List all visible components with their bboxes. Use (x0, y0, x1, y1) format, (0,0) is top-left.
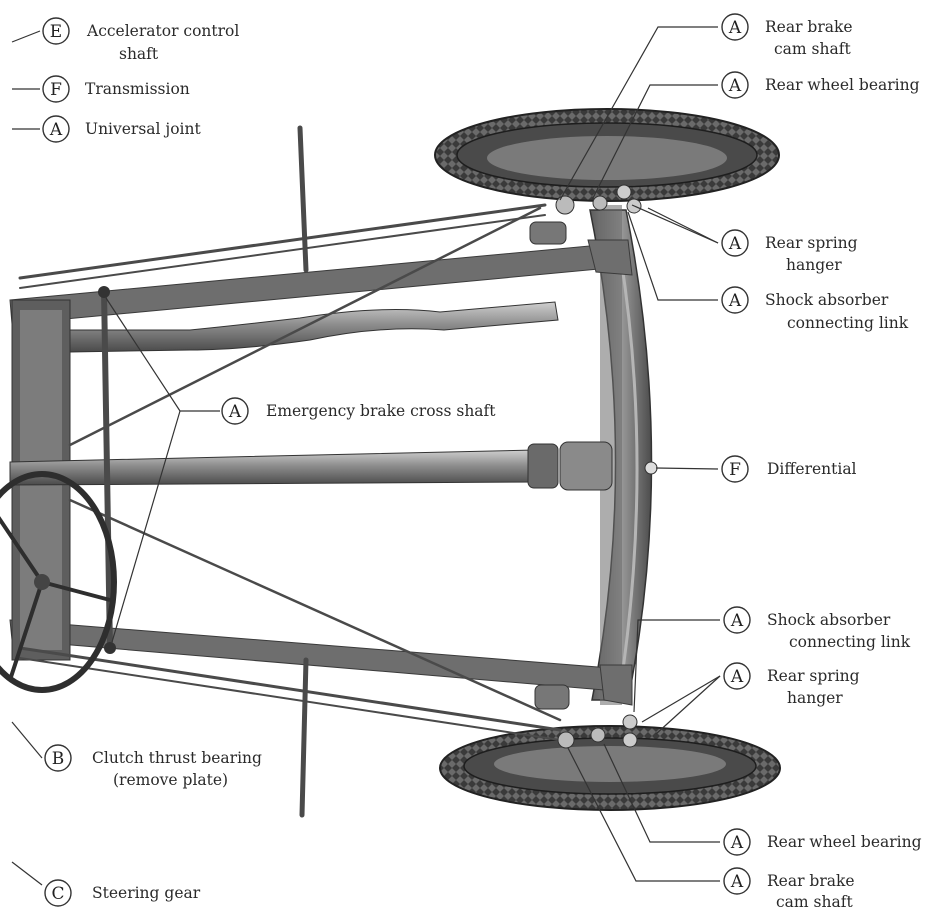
label-text: Clutch thrust bearing (92, 749, 262, 767)
bottom-rear-tire (439, 725, 781, 811)
label-steering-gear: C Steering gear (44, 879, 201, 907)
label-text: Differential (767, 460, 857, 478)
label-text: Universal joint (85, 120, 201, 138)
label-text: Rear wheel bearing (765, 76, 920, 94)
callout-letter: A (728, 76, 742, 96)
frame-rails (9, 239, 633, 706)
leader-lines (11, 26, 721, 886)
callout-letter: A (228, 402, 242, 422)
callout-letter: A (728, 234, 742, 254)
label-text: Emergency brake cross shaft (266, 402, 496, 420)
label-text: Shock absorber (767, 611, 891, 629)
label-text: Steering gear (92, 884, 201, 902)
callout-letter: B (52, 749, 65, 769)
label-text: Transmission (85, 80, 190, 98)
label-text: Rear spring (765, 234, 858, 252)
label-text: Rear spring (767, 667, 860, 685)
brake-rods (18, 125, 562, 818)
callout-letter: E (50, 22, 62, 42)
callout-letter: C (51, 884, 64, 904)
label-rear-brake-cam-shaft-top: A Rear brake cam shaft (721, 13, 853, 58)
hub-details (529, 184, 658, 749)
callout-letter: A (49, 120, 63, 140)
label-emergency-brake-cross-shaft: A Emergency brake cross shaft (221, 397, 496, 425)
label-rear-brake-cam-shaft-bottom: A Rear brake cam shaft (723, 867, 855, 911)
callout-letter: A (730, 667, 744, 687)
label-text: shaft (119, 45, 159, 63)
label-text: hanger (786, 256, 842, 274)
label-rear-spring-hanger-top: A Rear spring hanger (721, 229, 858, 274)
exhaust-pipe (69, 301, 559, 353)
callout-letter: A (730, 833, 744, 853)
torque-tube (9, 441, 613, 491)
label-text: cam shaft (774, 40, 851, 58)
label-text: Shock absorber (765, 291, 889, 309)
label-text: hanger (787, 689, 843, 707)
label-clutch-thrust-bearing: B Clutch thrust bearing (remove plate) (44, 744, 262, 789)
callout-letter: A (730, 872, 744, 892)
label-text: Rear wheel bearing (767, 833, 922, 851)
label-shock-absorber-link-bottom: A Shock absorber connecting link (723, 606, 911, 651)
label-text: (remove plate) (113, 771, 228, 789)
label-rear-spring-hanger-bottom: A Rear spring hanger (723, 662, 860, 707)
label-transmission: F Transmission (42, 75, 190, 103)
callout-letter: A (728, 291, 742, 311)
label-text: Accelerator control (86, 22, 239, 40)
label-differential: F Differential (721, 455, 857, 483)
label-shock-absorber-link-top: A Shock absorber connecting link (721, 286, 909, 332)
label-text: Rear brake (765, 18, 853, 36)
label-accelerator-control-shaft: E Accelerator control shaft (42, 17, 239, 63)
label-text: connecting link (787, 314, 909, 332)
label-universal-joint: A Universal joint (42, 115, 201, 143)
callout-letter: F (729, 460, 741, 480)
label-text: Rear brake (767, 872, 855, 890)
chassis-illustration (0, 108, 781, 818)
steering-wheel (0, 471, 117, 693)
label-rear-wheel-bearing-top: A Rear wheel bearing (721, 71, 920, 99)
callout-letter: A (730, 611, 744, 631)
callout-letter: A (728, 18, 742, 38)
label-text: cam shaft (776, 893, 853, 911)
label-rear-wheel-bearing-bottom: A Rear wheel bearing (723, 828, 922, 856)
callout-letter: F (50, 80, 62, 100)
label-text: connecting link (789, 633, 911, 651)
top-rear-tire (434, 108, 780, 202)
